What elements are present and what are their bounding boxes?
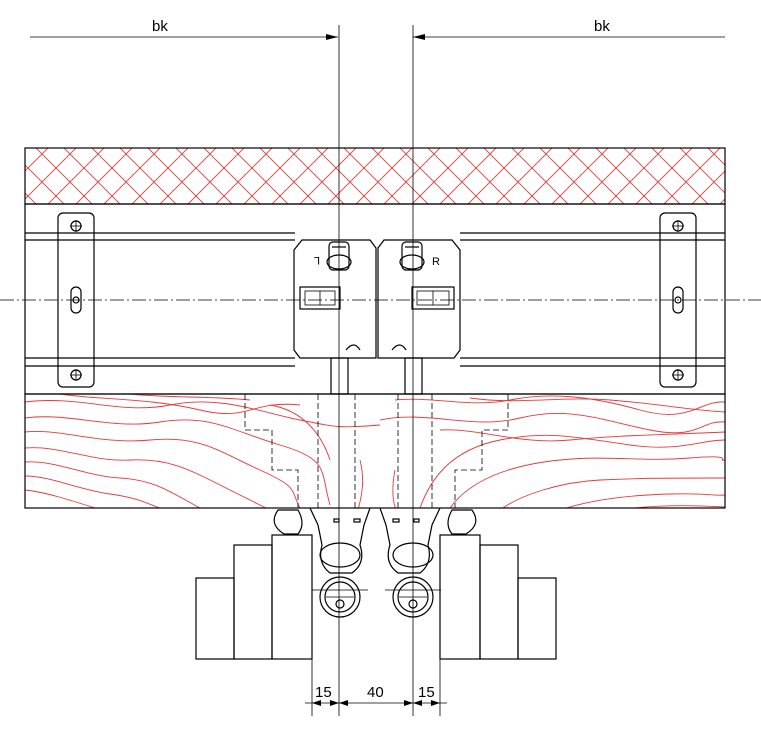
svg-text:R: R <box>432 256 440 268</box>
bk-dimension-right: bk <box>413 18 725 40</box>
bk-label-left: bk <box>152 18 168 35</box>
center-lines <box>0 25 761 716</box>
handle-left <box>273 507 371 618</box>
bk-label-right: bk <box>594 18 610 35</box>
bottom-dimensions: 15 40 15 <box>305 659 447 716</box>
dim-15-left: 15 <box>315 684 332 701</box>
dim-40-center: 40 <box>367 684 384 701</box>
door-wood-section <box>24 393 726 509</box>
track-profile <box>24 203 726 395</box>
bk-dimension-left: bk <box>30 18 338 40</box>
dim-15-right: 15 <box>418 684 435 701</box>
ceiling-section <box>24 147 726 205</box>
handle-right <box>379 507 477 618</box>
frame-left <box>195 534 313 660</box>
carriage-right: R <box>377 239 461 395</box>
carriage-left: L <box>293 239 377 395</box>
svg-text:L: L <box>314 254 320 266</box>
frame-right <box>439 534 557 660</box>
